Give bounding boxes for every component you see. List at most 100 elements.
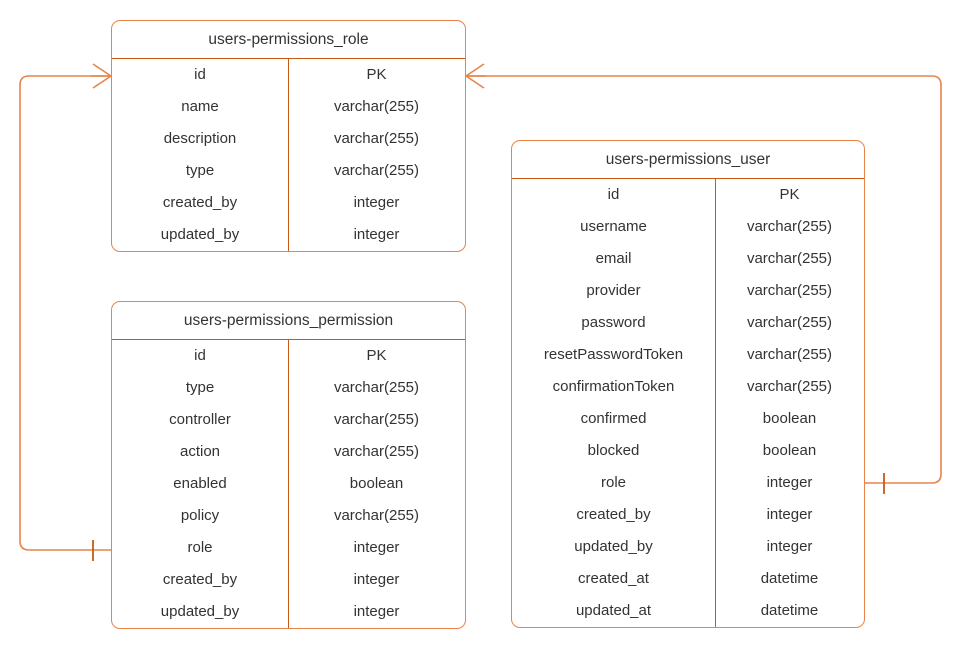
column-type: varchar(255): [746, 250, 833, 267]
entity-users-permissions_permission[interactable]: users-permissions_permission id PK type …: [111, 301, 466, 629]
column-row[interactable]: type varchar(255): [112, 372, 465, 404]
column-name: policy: [180, 507, 220, 524]
column-row[interactable]: username varchar(255): [512, 211, 864, 243]
column-row[interactable]: resetPasswordToken varchar(255): [512, 339, 864, 371]
entity-columns: id PK type varchar(255) controller varch…: [112, 340, 465, 628]
column-row[interactable]: confirmationToken varchar(255): [512, 371, 864, 403]
column-row[interactable]: updated_by integer: [112, 596, 465, 628]
column-name: resetPasswordToken: [543, 346, 684, 363]
column-type: varchar(255): [333, 98, 420, 115]
column-name: confirmed: [580, 410, 647, 427]
column-type: boolean: [762, 410, 817, 427]
column-name: updated_by: [160, 603, 240, 620]
column-type: PK: [779, 186, 800, 203]
column-name: id: [607, 186, 620, 203]
column-divider: [288, 59, 289, 251]
column-row[interactable]: enabled boolean: [112, 468, 465, 500]
column-name: action: [179, 443, 221, 460]
column-type: integer: [353, 194, 400, 211]
column-name: created_by: [162, 194, 238, 211]
column-name: type: [185, 162, 215, 179]
column-type: varchar(255): [746, 314, 833, 331]
column-name: created_by: [162, 571, 238, 588]
entity-title: users-permissions_permission: [112, 302, 465, 340]
column-row[interactable]: confirmed boolean: [512, 403, 864, 435]
column-name: password: [581, 314, 646, 331]
column-name: updated_by: [160, 226, 240, 243]
column-name: enabled: [173, 475, 227, 492]
column-type: integer: [766, 474, 813, 491]
column-row[interactable]: created_by integer: [512, 499, 864, 531]
column-row[interactable]: created_by integer: [112, 187, 465, 219]
column-name: confirmationToken: [552, 378, 675, 395]
entity-users-permissions_role[interactable]: users-permissions_role id PK name varcha…: [111, 20, 466, 252]
column-name: id: [194, 66, 206, 83]
column-row[interactable]: updated_by integer: [512, 531, 864, 563]
column-type: integer: [766, 506, 813, 523]
column-type: varchar(255): [333, 443, 420, 460]
column-row[interactable]: action varchar(255): [112, 436, 465, 468]
column-row[interactable]: role integer: [512, 467, 864, 499]
column-name: role: [600, 474, 626, 491]
column-row[interactable]: policy varchar(255): [112, 500, 465, 532]
entity-title: users-permissions_role: [112, 21, 465, 59]
column-row[interactable]: id PK: [112, 340, 465, 372]
column-name: role: [187, 539, 213, 556]
column-type: PK: [366, 66, 387, 83]
column-row[interactable]: type varchar(255): [112, 155, 465, 187]
column-row[interactable]: updated_by integer: [112, 219, 465, 251]
column-row[interactable]: blocked boolean: [512, 435, 864, 467]
entity-columns: id PK username varchar(255) email varcha…: [512, 179, 864, 627]
column-row[interactable]: id PK: [512, 179, 864, 211]
column-row[interactable]: email varchar(255): [512, 243, 864, 275]
column-row[interactable]: id PK: [112, 59, 465, 91]
relationship-line-permission-role: [19, 75, 111, 551]
column-divider: [288, 340, 289, 628]
entity-columns: id PK name varchar(255) description varc…: [112, 59, 465, 251]
column-row[interactable]: name varchar(255): [112, 91, 465, 123]
column-type: varchar(255): [333, 507, 420, 524]
column-name: type: [185, 379, 215, 396]
column-type: varchar(255): [333, 162, 420, 179]
column-row[interactable]: updated_at datetime: [512, 595, 864, 627]
column-type: datetime: [760, 602, 819, 619]
column-name: updated_by: [574, 538, 653, 555]
cardinality-many-role-left: [91, 63, 112, 89]
entity-title: users-permissions_user: [512, 141, 864, 179]
column-row[interactable]: created_by integer: [112, 564, 465, 596]
column-type: varchar(255): [746, 282, 833, 299]
column-row[interactable]: role integer: [112, 532, 465, 564]
column-type: PK: [366, 347, 387, 364]
column-type: boolean: [349, 475, 404, 492]
column-type: varchar(255): [333, 379, 420, 396]
column-type: integer: [353, 539, 400, 556]
column-type: varchar(255): [333, 411, 420, 428]
column-row[interactable]: provider varchar(255): [512, 275, 864, 307]
column-type: varchar(255): [746, 378, 833, 395]
column-name: created_at: [578, 570, 649, 587]
column-row[interactable]: created_at datetime: [512, 563, 864, 595]
column-type: datetime: [760, 570, 819, 587]
column-type: integer: [353, 603, 400, 620]
column-type: integer: [353, 571, 400, 588]
column-name: updated_at: [575, 602, 652, 619]
column-name: username: [580, 218, 647, 235]
relationship-permission-role: [19, 63, 112, 561]
column-type: varchar(255): [746, 218, 833, 235]
column-name: name: [181, 98, 219, 115]
column-divider: [715, 179, 716, 627]
column-row[interactable]: password varchar(255): [512, 307, 864, 339]
column-name: created_by: [576, 506, 651, 523]
column-name: id: [194, 347, 206, 364]
entity-users-permissions_user[interactable]: users-permissions_user id PK username va…: [511, 140, 865, 628]
column-type: boolean: [762, 442, 817, 459]
column-row[interactable]: controller varchar(255): [112, 404, 465, 436]
column-type: varchar(255): [746, 346, 833, 363]
column-row[interactable]: description varchar(255): [112, 123, 465, 155]
column-type: integer: [766, 538, 813, 555]
column-name: controller: [169, 411, 231, 428]
column-name: provider: [586, 282, 641, 299]
column-name: blocked: [587, 442, 640, 459]
column-type: integer: [353, 226, 400, 243]
